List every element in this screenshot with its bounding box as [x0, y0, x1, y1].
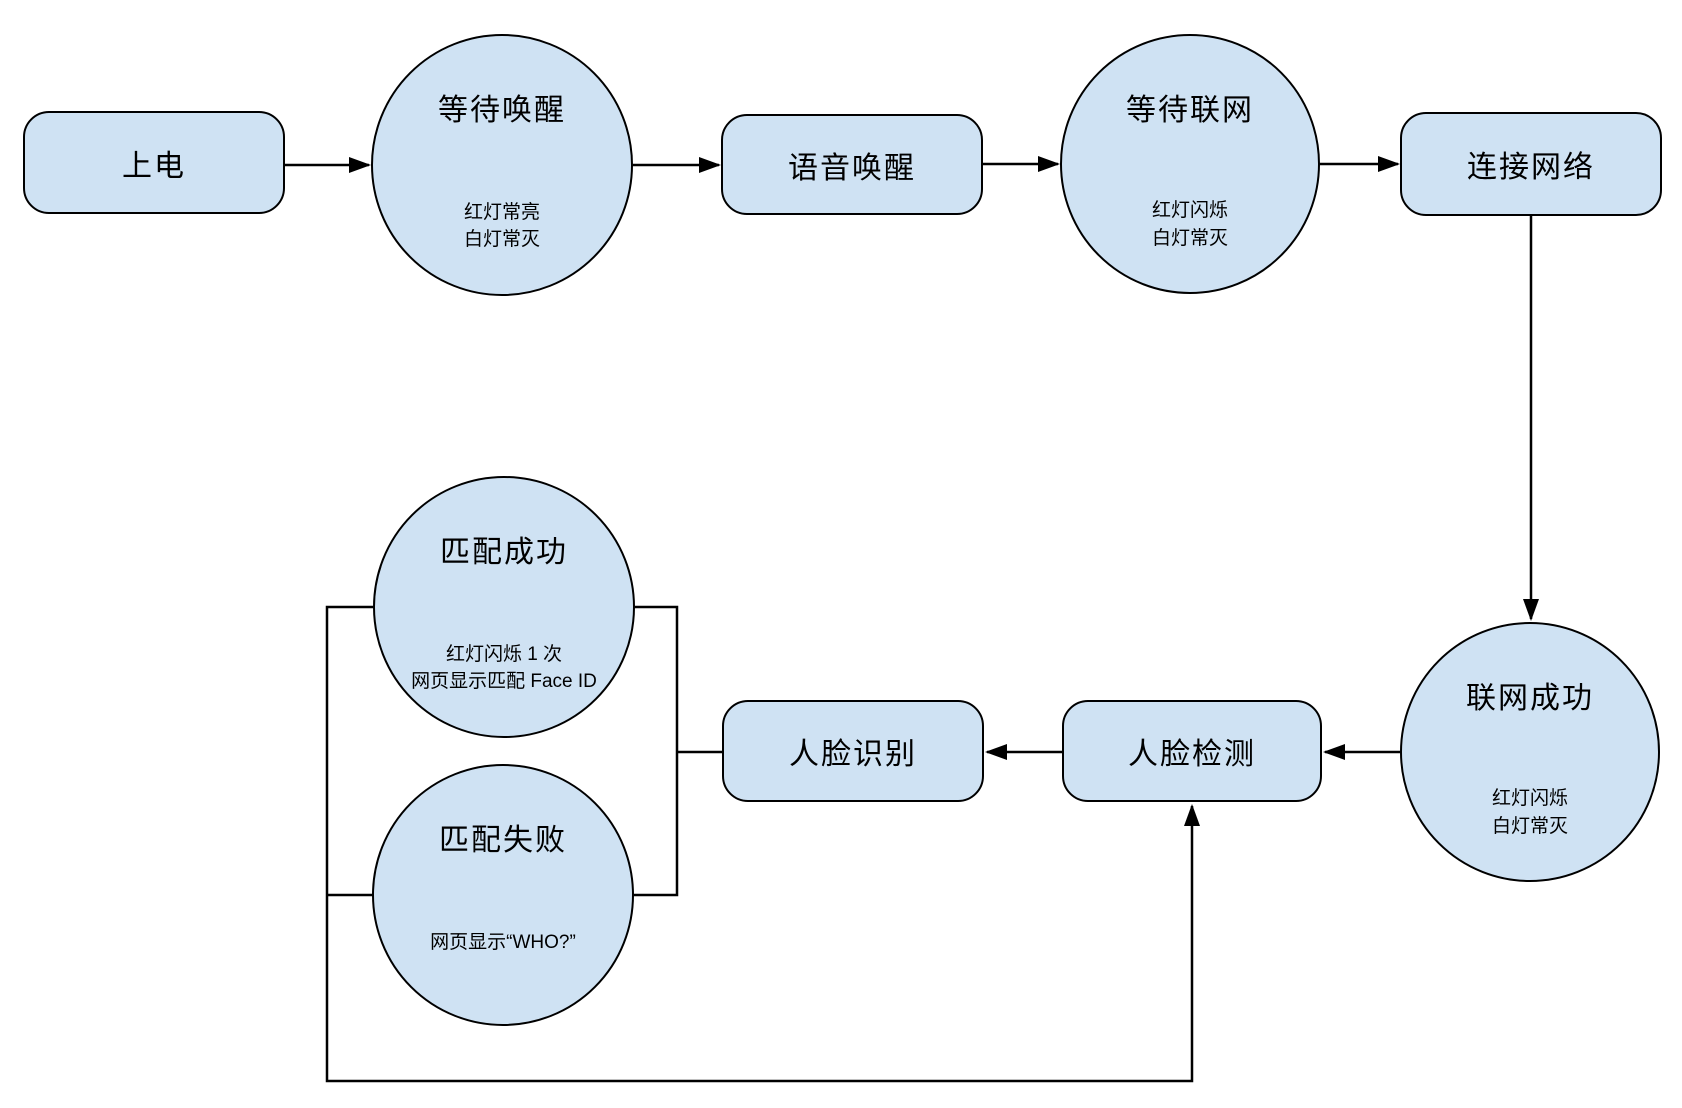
node-network-success-led-note: 红灯闪烁 白灯常灭 [1491, 788, 1568, 837]
node-face-recognize: 人脸识别 [722, 700, 984, 802]
node-wait-network: 等待联网 红灯闪烁 白灯常灭 [1060, 34, 1320, 294]
edge-match_success-to-face_detect [325, 605, 1200, 1083]
node-wait-wake-led-note: 红灯常亮 白灯常灭 [463, 201, 540, 251]
node-face-detect: 人脸检测 [1062, 700, 1322, 802]
node-connect-network-label: 连接网络 [1467, 151, 1595, 184]
node-voice-wake: 语音唤醒 [721, 114, 983, 215]
edge-match_success-to-match_fail [634, 605, 679, 897]
node-connect-network: 连接网络 [1400, 112, 1662, 216]
node-match-success-result-note: 红灯闪烁 1 次 网页显示匹配 Face ID [411, 643, 597, 693]
node-network-success-label: 联网成功 [1466, 681, 1594, 715]
node-wait-wake: 等待唤醒 红灯常亮 白灯常灭 [371, 34, 633, 296]
node-match-fail-result-note: 网页显示“WHO?” [430, 931, 576, 953]
node-match-success: 匹配成功 红灯闪烁 1 次 网页显示匹配 Face ID [373, 476, 635, 738]
node-wait-network-led-note: 红灯闪烁 白灯常灭 [1151, 200, 1228, 249]
node-match-fail: 匹配失败 网页显示“WHO?” [372, 764, 634, 1026]
node-wait-wake-label: 等待唤醒 [438, 94, 566, 128]
node-power-on: 上电 [23, 111, 285, 214]
node-match-fail-label: 匹配失败 [439, 824, 567, 858]
node-network-success: 联网成功 红灯闪烁 白灯常灭 [1400, 622, 1660, 882]
node-voice-wake-label: 语音唤醒 [788, 151, 916, 185]
node-face-detect-label: 人脸检测 [1128, 738, 1256, 771]
node-power-on-label: 上电 [122, 149, 186, 183]
node-wait-network-label: 等待联网 [1126, 93, 1254, 127]
node-face-recognize-label: 人脸识别 [789, 738, 917, 771]
node-match-success-label: 匹配成功 [440, 536, 568, 570]
